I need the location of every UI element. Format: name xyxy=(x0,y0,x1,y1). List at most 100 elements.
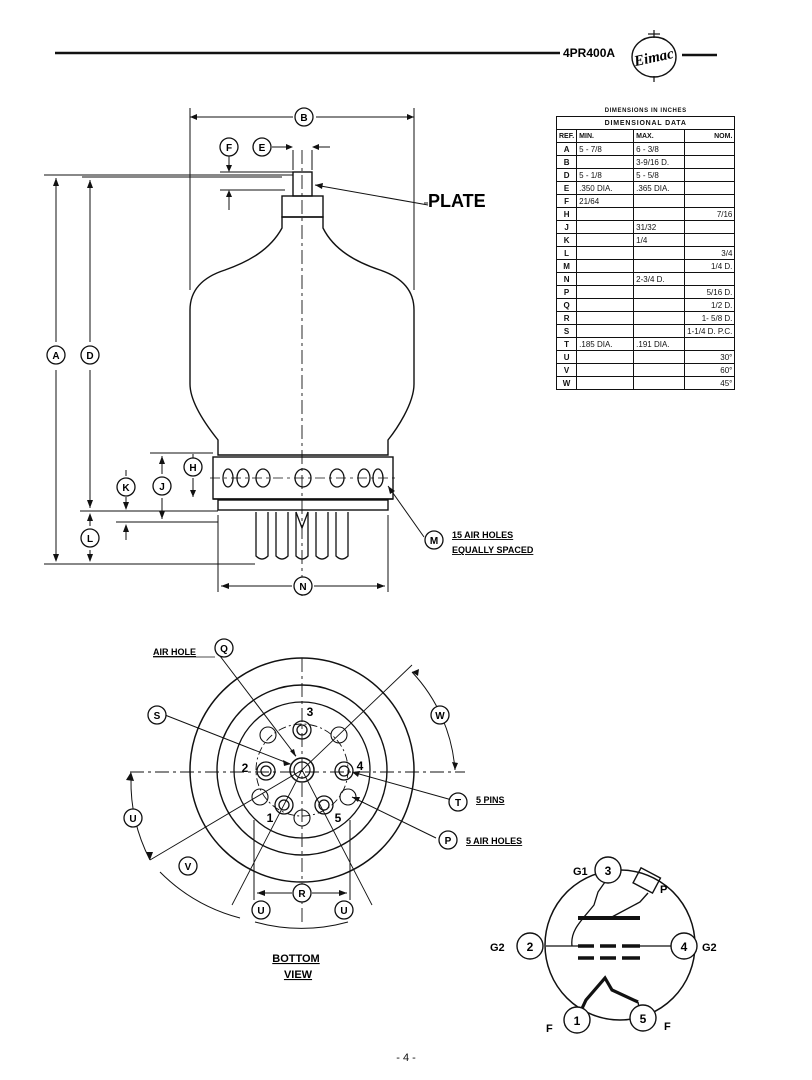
dimension-cell: 5 - 5/8 xyxy=(633,168,686,182)
dimension-cell xyxy=(576,233,635,247)
ref-p-balloon: P xyxy=(438,830,458,850)
dimension-cell: 5 - 1/8 xyxy=(576,168,635,182)
bottom-pin-2: 2 xyxy=(242,761,249,775)
dimension-cell: .350 DIA. xyxy=(576,181,635,195)
ref-u-bottom-left-balloon: U xyxy=(251,900,271,920)
dimension-cell xyxy=(633,194,686,208)
dimension-cell xyxy=(576,311,635,325)
ref-q-label: Q xyxy=(220,644,228,655)
dimension-cell xyxy=(684,233,736,247)
dimension-cell xyxy=(633,298,686,312)
ref-b-label: B xyxy=(300,113,307,124)
model-title: 4PR400A xyxy=(563,46,615,60)
row-ref-cell: N xyxy=(555,272,578,286)
dimension-cell xyxy=(684,181,736,195)
table-caption: DIMENSIONAL DATA xyxy=(555,116,736,130)
ref-w-balloon: W xyxy=(430,705,450,725)
schematic-pin-5-label: 5 xyxy=(640,1012,647,1026)
dimension-cell xyxy=(576,220,635,234)
dimension-cell xyxy=(633,324,686,338)
ref-a-balloon: A xyxy=(46,345,66,365)
air-holes-label: 5 AIR HOLES xyxy=(466,836,522,846)
ref-f-balloon: F xyxy=(219,137,239,157)
dimension-cell xyxy=(684,155,736,169)
ref-l-balloon: L xyxy=(80,528,100,548)
row-ref-cell: B xyxy=(555,155,578,169)
dimension-cell xyxy=(633,207,686,221)
dimension-cell xyxy=(576,324,635,338)
dimension-cell xyxy=(633,311,686,325)
row-ref-cell: D xyxy=(555,168,578,182)
dimension-cell xyxy=(684,337,736,351)
row-ref-cell: L xyxy=(555,246,578,260)
dimension-cell: 21/64 xyxy=(576,194,635,208)
ref-v-balloon: V xyxy=(178,856,198,876)
bottom-view xyxy=(130,655,465,929)
dimension-cell xyxy=(684,142,736,156)
dimension-cell xyxy=(576,285,635,299)
bottom-pin-3: 3 xyxy=(307,705,314,719)
side-view-arrowheads xyxy=(53,114,414,589)
dimension-cell xyxy=(576,207,635,221)
schematic-pin-2-label: 2 xyxy=(527,940,534,954)
plate-cap-base xyxy=(281,195,324,218)
ref-t-label: T xyxy=(455,798,461,809)
schematic-f-left-label: F xyxy=(546,1023,553,1035)
side-view-dimensions xyxy=(44,108,429,592)
dimension-cell: 60° xyxy=(684,363,736,377)
row-ref-cell: M xyxy=(555,259,578,273)
row-ref-cell: W xyxy=(555,376,578,390)
ref-m-label: M xyxy=(430,536,438,547)
table-header-row: REF.MIN.MAX.NOM. xyxy=(555,129,736,143)
ref-b-balloon: B xyxy=(294,107,314,127)
dimension-cell xyxy=(576,155,635,169)
bottom-view-arrowheads xyxy=(126,669,458,896)
bottom-air-holes xyxy=(251,726,357,827)
dimension-cell xyxy=(576,350,635,364)
row-ref-cell: U xyxy=(555,350,578,364)
ref-r-balloon: R xyxy=(292,883,312,903)
ref-e-balloon: E xyxy=(252,137,272,157)
dimension-cell: 31/32 xyxy=(633,220,686,234)
dimension-cell: 30° xyxy=(684,350,736,364)
row-ref-cell: R xyxy=(555,311,578,325)
ref-a-label: A xyxy=(52,351,59,362)
row-ref-cell: H xyxy=(555,207,578,221)
ref-l-label: L xyxy=(87,534,93,545)
ref-u-label: U xyxy=(340,906,347,917)
ref-k-balloon: K xyxy=(116,477,136,497)
ref-w-label: W xyxy=(435,711,445,722)
dimension-cell xyxy=(633,246,686,260)
eimac-logo: Eimac xyxy=(631,30,677,82)
bottom-pin-4: 4 xyxy=(357,759,364,773)
pitch-circle xyxy=(255,723,349,817)
schematic-pin-2: 2 xyxy=(516,932,544,960)
table-row: U 30° xyxy=(555,350,736,364)
column-header: MIN. xyxy=(576,129,635,143)
ref-u-left-top-balloon: U xyxy=(123,808,143,828)
dimension-cell xyxy=(576,259,635,273)
ref-k-label: K xyxy=(122,483,130,494)
schematic-g1-label: G1 xyxy=(573,866,588,878)
bottom-pin-1: 1 xyxy=(267,811,274,825)
bottom-view-title-line1: BOTTOM xyxy=(272,953,319,965)
row-ref-cell: V xyxy=(555,363,578,377)
dimension-cell: 5 - 7/8 xyxy=(576,142,635,156)
base-ring xyxy=(217,499,389,511)
air-holes-note-line2: EQUALLY SPACED xyxy=(452,545,534,555)
table-row: W 45° xyxy=(555,376,736,390)
schematic-pin-4: 4 xyxy=(670,932,698,960)
schematic-pin-5: 5 xyxy=(629,1004,657,1032)
ref-q-balloon: Q xyxy=(214,638,234,658)
dimension-cell: 45° xyxy=(684,376,736,390)
air-holes-note-line1: 15 AIR HOLES xyxy=(452,530,513,540)
schematic-pin-4-label: 4 xyxy=(681,940,688,954)
dimension-cell: 3-9/16 D. xyxy=(633,155,686,169)
